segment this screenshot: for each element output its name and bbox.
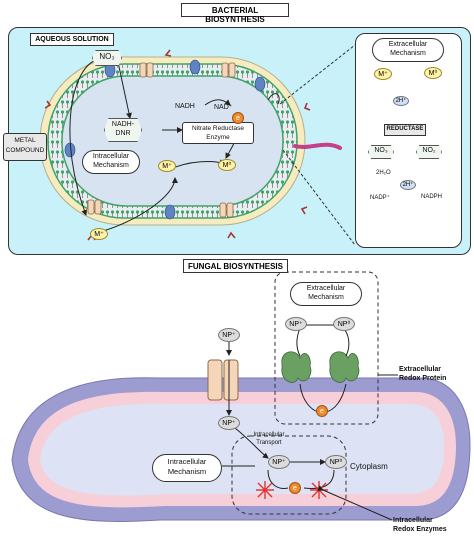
- zoom-no2-text: NO₂: [422, 147, 436, 154]
- zoom-m-zero: M⁰: [424, 67, 442, 79]
- intracellular-box: [231, 435, 347, 515]
- intracellular-transport-text: Intracellular Transport: [253, 432, 285, 446]
- zoom-line-bottom: [282, 149, 356, 246]
- bacterial-title: BACTERIAL BIOSYNTHESIS: [181, 3, 289, 24]
- nitrate-reductase-box: [182, 122, 254, 144]
- np-plus-intra: NP⁺: [268, 455, 290, 469]
- extracellular-redox-protein: [281, 351, 360, 383]
- zoom-panel: [355, 33, 462, 248]
- membrane-channel-left: [207, 359, 223, 401]
- reductase-text: REDUCTASE: [386, 126, 424, 132]
- m-plus-outer: M⁺: [90, 228, 108, 240]
- np-zero-ext: NP⁰: [333, 317, 355, 331]
- intracellular-enzymes-label: Intracellular Redox Enzymes: [393, 517, 447, 533]
- bacterial-intracellular-text: Intracellular Mechanism: [92, 153, 130, 169]
- zoom-no3: [368, 145, 394, 159]
- reductase-box: [384, 124, 426, 136]
- zoom-extracellular-text: Extracellular Mechanism: [388, 41, 428, 57]
- fungal-intracellular-box: [152, 454, 222, 482]
- zoom-nadp: NADP⁺: [370, 195, 390, 201]
- zoom-h2o: 2H₂O: [376, 170, 391, 176]
- zoom-no2: [416, 145, 442, 159]
- electron-bacterial: e: [232, 112, 244, 124]
- zoom-line-top: [279, 44, 356, 105]
- zoom-2h: 2H⁺: [393, 96, 409, 106]
- fungal-intracellular-text: Intracellular Mechanism: [167, 457, 207, 476]
- metal-compound-text: METAL COMPOUND: [5, 137, 45, 154]
- electron-ext: e: [316, 405, 328, 417]
- fungal-title: FUNGAL BIOSYNTHESIS: [183, 259, 288, 273]
- fungal-extracellular-box: [290, 282, 362, 306]
- nad-plus-text: NAD⁺: [214, 104, 233, 111]
- bacterial-intracellular-box: [82, 150, 140, 174]
- electron-intra: e: [289, 482, 301, 494]
- nadh-dnr-label: [104, 118, 142, 142]
- nadh-text: NADH: [175, 103, 195, 110]
- np-plus-ext: NP⁺: [285, 317, 307, 331]
- nitrate-reductase-text: Nitrate Reductase Enzyme: [191, 125, 245, 141]
- zoom-no3-text: NO₃: [374, 147, 388, 154]
- np-plus-channel: NP⁺: [218, 328, 240, 342]
- zoom-2h-lower: 2H⁺: [400, 180, 416, 190]
- flagellum: [293, 142, 342, 150]
- membrane-proteins: [87, 62, 236, 218]
- nadh-dnr-text: NADH- DNR: [111, 121, 135, 137]
- no3-text: NO₃: [99, 52, 115, 61]
- no3-label: [92, 50, 122, 66]
- m-plus-inner: M⁺: [158, 160, 176, 172]
- np-plus-inside: NP⁺: [218, 416, 240, 430]
- extracellular-protein-label: Extracellular Redox Protein: [399, 366, 447, 382]
- extracellular-box: [274, 271, 379, 425]
- zoom-m-plus: M⁺: [374, 68, 392, 80]
- m-zero-inner: M⁰: [218, 159, 236, 171]
- membrane-channel-right: [223, 359, 239, 401]
- np-zero-intra: NP⁰: [325, 455, 347, 469]
- zoom-nadph: NADPH: [421, 194, 443, 200]
- aqueous-solution-label: AQUEOUS SOLUTION: [30, 33, 114, 46]
- fungal-extracellular-text: Extracellular Mechanism: [306, 285, 346, 301]
- cytoplasm-label: Cytoplasm: [350, 462, 388, 471]
- fungal-cytoplasm: [40, 403, 444, 496]
- zoom-extracellular-box: [372, 38, 444, 62]
- metal-compound-box: [3, 133, 47, 161]
